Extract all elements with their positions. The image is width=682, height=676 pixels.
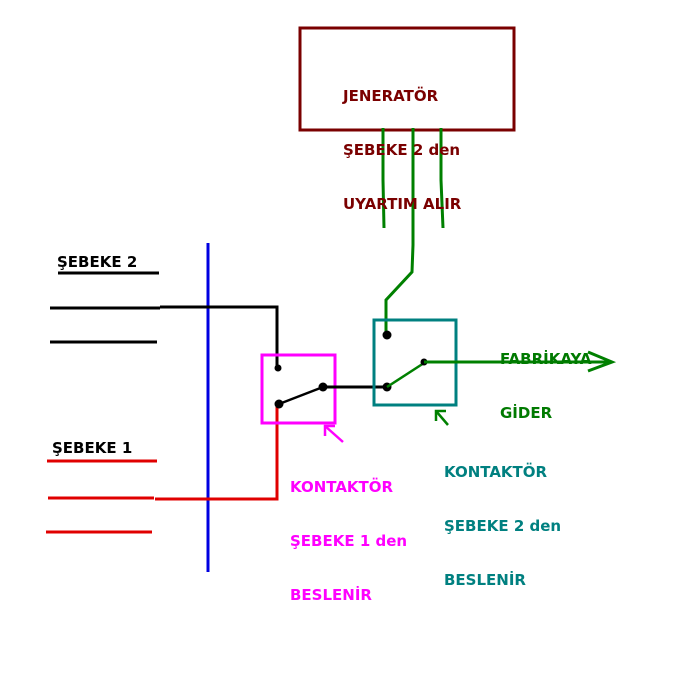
- sebeke1-feed: [155, 405, 279, 501]
- generator-label: JENERATÖR ŞEBEKE 2 den UYARTIM ALIR: [343, 51, 461, 249]
- contactor2-label-line-2: ŞEBEKE 2 den: [444, 517, 562, 535]
- output-label: FABRİKAYA GİDER: [500, 314, 592, 458]
- contactor1-label-line-1: KONTAKTÖR: [290, 478, 394, 496]
- generator-label-line-3: UYARTIM ALIR: [343, 195, 462, 213]
- generator-lead-1: [381, 128, 386, 229]
- contactor1-box: [260, 353, 337, 425]
- sebeke1-label: ŞEBEKE 1: [52, 439, 133, 457]
- contactor2-label-line-1: KONTAKTÖR: [444, 463, 548, 481]
- contactor1-switch-arm: [278, 385, 324, 406]
- output-arrowhead: [587, 350, 617, 373]
- contactor1-label-line-3: BESLENİR: [290, 586, 372, 604]
- generator-lead-3: [439, 128, 445, 229]
- sebeke2-feed: [160, 305, 279, 368]
- contactor1-label-line-2: ŞEBEKE 1 den: [290, 532, 408, 550]
- contactor2-label-line-3: BESLENİR: [444, 571, 526, 589]
- output-label-line-2: GİDER: [500, 404, 553, 422]
- contactor2-switch-arm: [386, 361, 425, 389]
- contactor2-pointer-arrow: [434, 409, 449, 426]
- contactor2-contact-top: [382, 330, 392, 340]
- contactor1-label: KONTAKTÖR ŞEBEKE 1 den BESLENİR: [290, 442, 407, 640]
- generator-label-line-2: ŞEBEKE 2 den: [343, 141, 461, 159]
- generator-box: [298, 26, 516, 132]
- contactor1-contact-top: [274, 364, 282, 372]
- generator-lead-2: [384, 128, 415, 333]
- output-label-line-1: FABRİKAYA: [500, 350, 592, 368]
- contactor2-label: KONTAKTÖR ŞEBEKE 2 den BESLENİR: [444, 427, 561, 625]
- sebeke2-label: ŞEBEKE 2: [57, 253, 138, 271]
- contactor1-pointer-arrow: [323, 424, 344, 443]
- generator-label-line-1: JENERATÖR: [343, 87, 439, 105]
